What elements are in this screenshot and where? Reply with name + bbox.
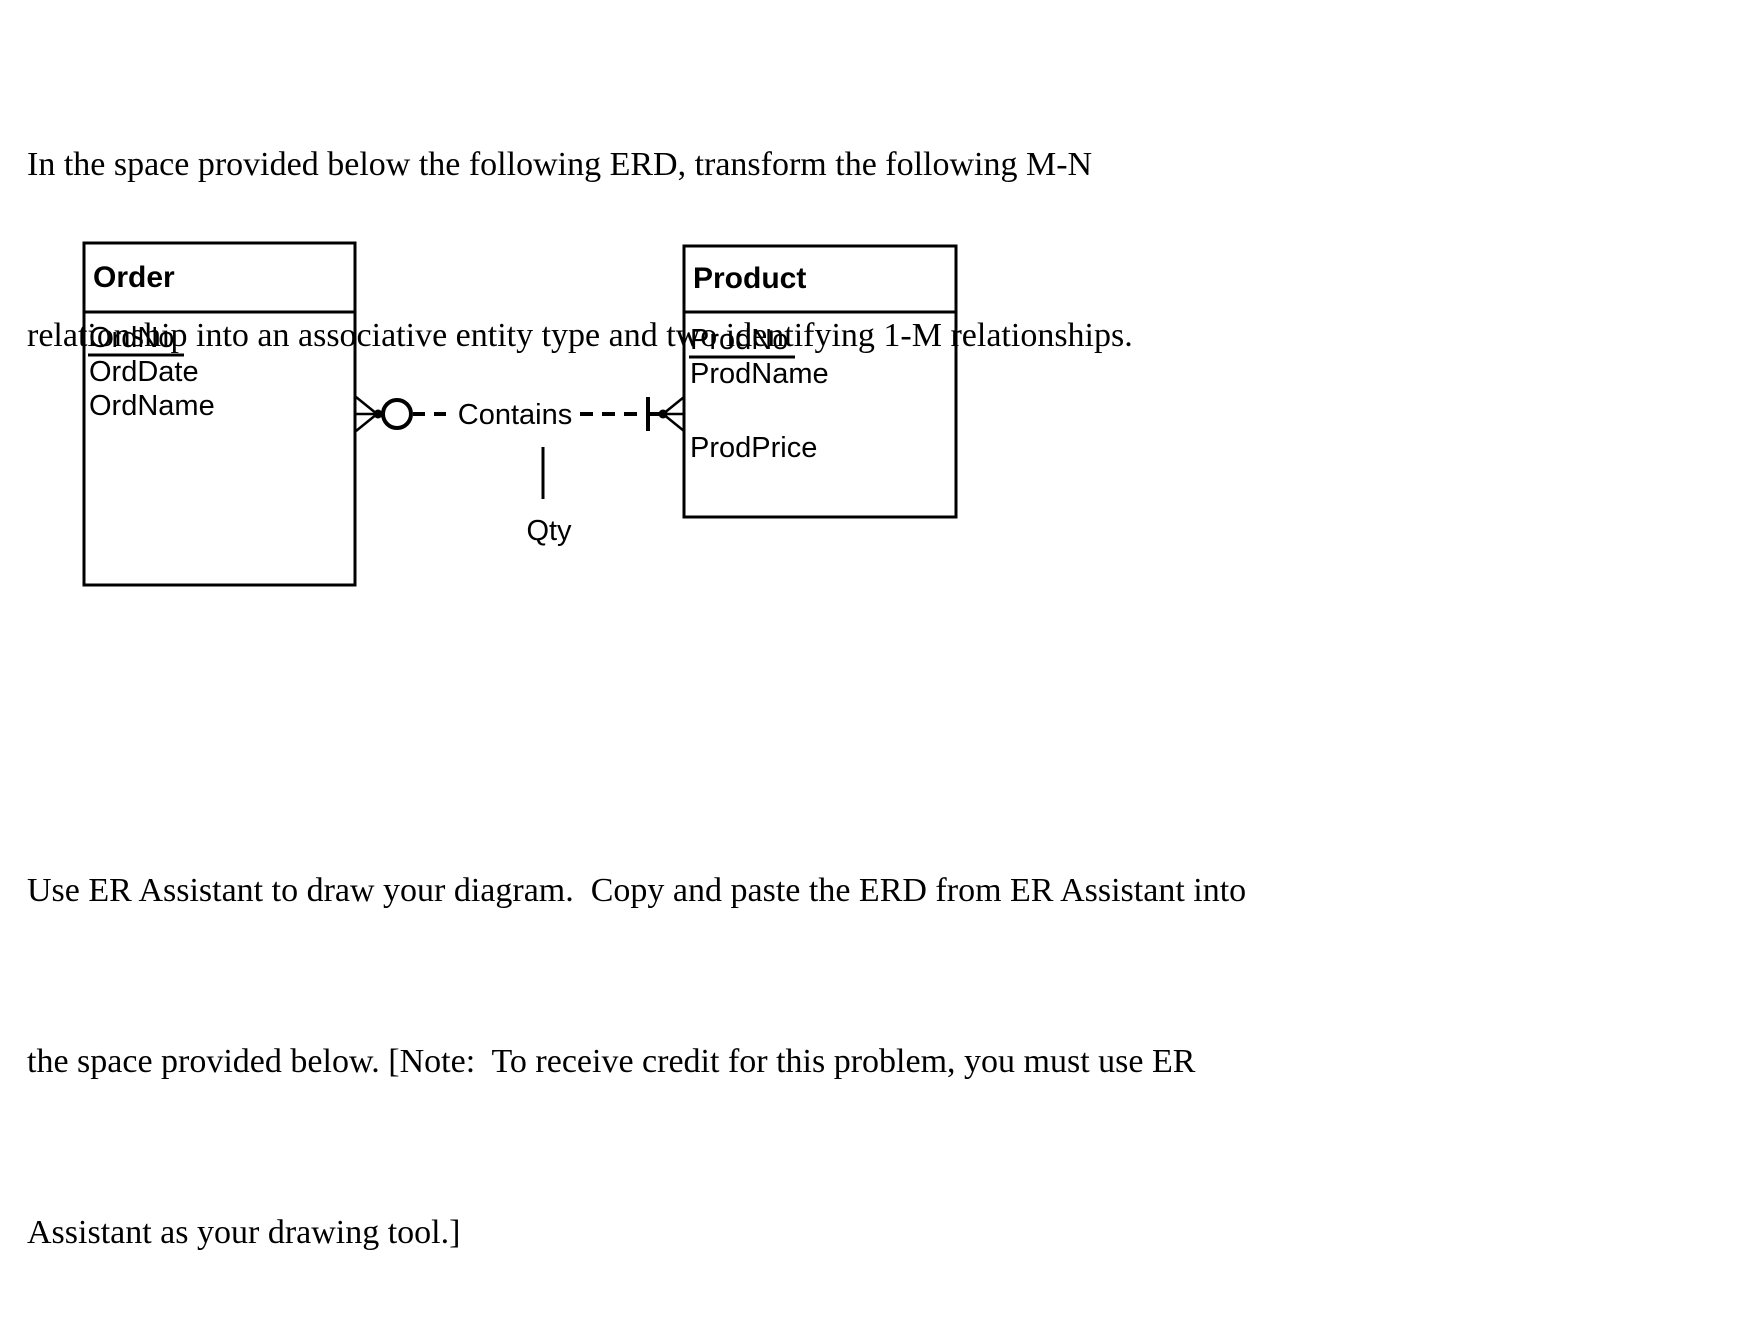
order-entity: Order OrdNo OrdDate OrdName bbox=[82, 241, 357, 587]
order-attr-ordname: OrdName bbox=[89, 390, 215, 422]
order-body-box bbox=[82, 310, 357, 587]
product-attr-prodno: ProdNo bbox=[690, 324, 788, 356]
paragraph-line: In the space provided below the followin… bbox=[27, 146, 1093, 183]
paragraph-line: relationship into an associative entity … bbox=[27, 317, 1133, 354]
connection-dot-icon bbox=[373, 409, 383, 419]
order-attr-ordno: OrdNo bbox=[89, 322, 174, 354]
paragraph-line: Assistant as your drawing tool.] bbox=[27, 1214, 461, 1251]
product-body-box bbox=[682, 310, 958, 519]
product-header-box bbox=[682, 244, 958, 314]
erd-diagram: Order OrdNo OrdDate OrdName Product Prod… bbox=[82, 241, 958, 587]
order-header-box bbox=[82, 241, 357, 314]
qty-attribute-label: Qty bbox=[526, 515, 572, 547]
product-entity: Product ProdNo ProdName ProdPrice bbox=[682, 244, 958, 519]
paragraph-line: the space provided below. [Note: To rece… bbox=[27, 1043, 1196, 1080]
contains-relationship: Contains Qty bbox=[355, 396, 685, 547]
paragraph-line: Use ER Assistant to draw your diagram. C… bbox=[27, 872, 1247, 909]
order-attr-orddate: OrdDate bbox=[89, 356, 199, 388]
product-entity-title: Product bbox=[693, 262, 806, 295]
relationship-label: Contains bbox=[458, 399, 572, 431]
product-attr-prodprice: ProdPrice bbox=[690, 432, 817, 464]
instructions-top-paragraph: In the space provided below the followin… bbox=[27, 22, 1133, 421]
crow-foot-icon bbox=[662, 396, 685, 432]
optional-circle-icon bbox=[381, 398, 413, 430]
instructions-bottom-paragraph: Use ER Assistant to draw your diagram. C… bbox=[27, 748, 1246, 1318]
order-entity-title: Order bbox=[93, 261, 175, 294]
product-attr-prodname: ProdName bbox=[690, 358, 829, 390]
